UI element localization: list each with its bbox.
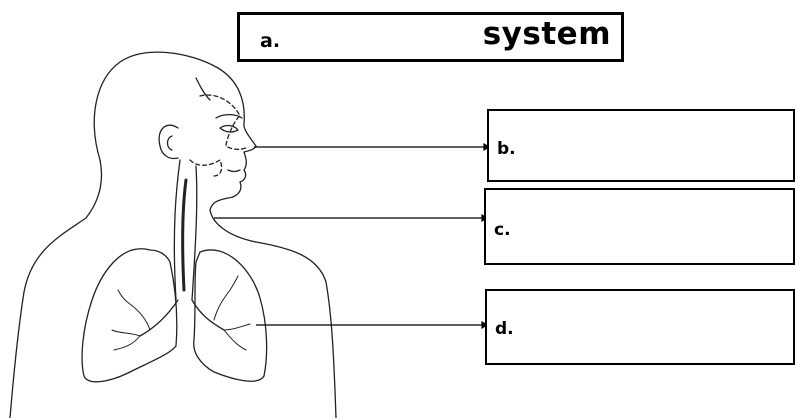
neck-back <box>10 160 101 418</box>
title-word: system <box>483 16 611 52</box>
right-bronchus <box>192 300 224 330</box>
neck-front <box>210 210 336 418</box>
nasal-cavity <box>200 95 246 149</box>
left-bronchus <box>140 300 178 336</box>
label-box-b[interactable]: b. <box>487 109 795 182</box>
label-box-c[interactable]: c. <box>484 188 795 265</box>
left-lung <box>82 249 177 382</box>
eye <box>220 126 238 133</box>
ear <box>159 125 178 158</box>
head-outline <box>94 52 256 210</box>
label-box-d[interactable]: d. <box>485 289 795 365</box>
title-letter: a. <box>260 30 280 52</box>
label-letter-b: b. <box>497 139 516 159</box>
title-box: a. system <box>237 12 624 62</box>
label-letter-c: c. <box>494 220 511 240</box>
label-letter-d: d. <box>495 319 514 339</box>
